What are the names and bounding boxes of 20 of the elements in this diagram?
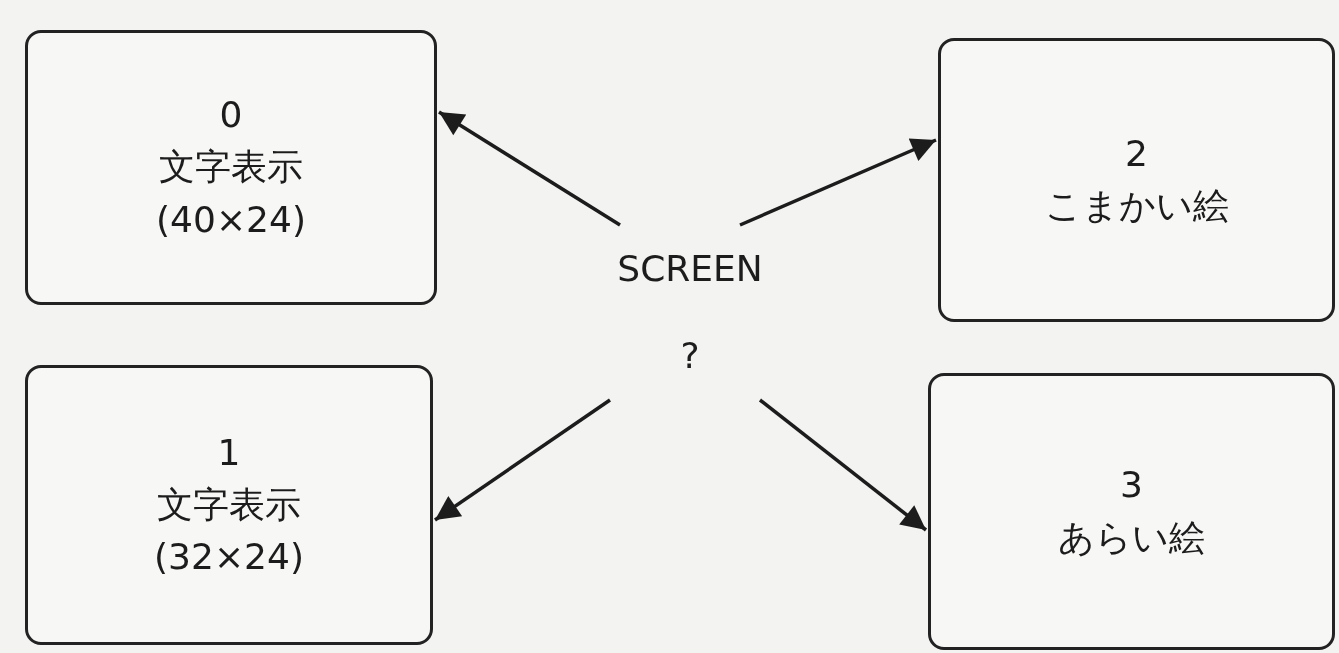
mode-number: 2 [1125,131,1148,176]
mode-number: 0 [219,93,243,138]
arrow [438,110,621,227]
mode-label: 文字表示 [159,145,303,190]
mode-label: こまかい絵 [1044,184,1229,228]
mode-box [25,30,437,305]
arrow [434,398,611,522]
command-label: SCREEN [617,246,763,291]
mode-label: (32×24) [154,535,304,580]
mode-label: (40×24) [156,197,306,242]
arrow [758,398,928,532]
mode-label: あらい絵 [1058,515,1205,560]
mode-box [928,373,1335,650]
mode-number: 3 [1120,463,1143,508]
mode-label: 文字表示 [157,482,301,527]
arrow [739,138,937,227]
mode-box [25,365,433,645]
command-label: ? [680,334,700,379]
mode-box [938,38,1335,322]
mode-number: 1 [217,430,241,475]
